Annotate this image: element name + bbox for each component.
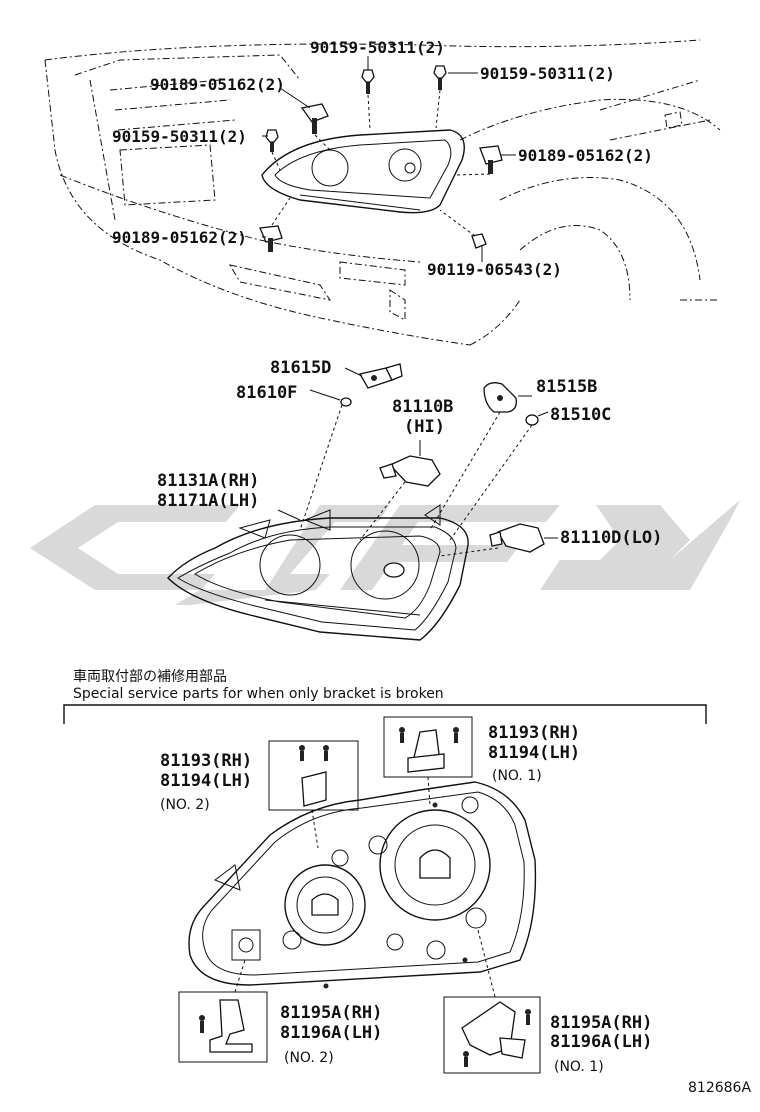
socket-81515-icon [483,382,517,413]
bolt-icon [361,69,375,94]
bolt-icon [265,129,279,152]
callout-81110D-lo: 81110D(LO) [560,528,662,548]
callout-no1-upper: (NO. 1) [492,768,542,784]
section-frame [63,704,707,724]
callout-81171A-lh: 81171A(LH) [157,491,259,511]
headlamp-installed [261,129,465,214]
bulb-lo-icon [489,523,545,553]
headlamp-unit [167,504,469,641]
screw-icon [471,233,487,249]
callout-90189-05162-lower-left: 90189-05162(2) [112,228,247,247]
service-title-en: Special service parts for when only brac… [73,686,444,702]
leader-lines-service [234,776,496,998]
callout-81194-lh-no2: 81194(LH) [160,771,252,791]
figure-id: 812686A [688,1080,751,1096]
gasket-81510-icon [525,414,539,426]
callout-90119-06543: 90119-06543(2) [427,260,562,279]
callout-90159-50311-top: 90159-50311(2) [310,38,445,57]
callout-81195A-rh-no1: 81195A(RH) [550,1013,652,1033]
callout-81193-rh-no2: 81193(RH) [160,751,252,771]
callout-81610F: 81610F [236,383,297,403]
watermark-logo [30,500,740,605]
headlamp-rear-view [188,781,537,989]
bracket-no2-upper [268,740,359,811]
vehicle-front-outline [44,39,721,346]
callout-90189-05162-right: 90189-05162(2) [518,146,653,165]
service-title-jp: 車両取付部の補修用部品 [73,668,227,685]
bracket-no1-lower [443,996,541,1074]
callout-81110B: 81110B [392,397,453,417]
bracket-no2-lower [178,991,268,1063]
leader-lines-headlamp [277,367,558,557]
callout-hi-note: (HI) [404,417,445,437]
bracket-no1-upper [383,716,473,778]
bulb-hi-icon [379,455,441,487]
callout-81510C: 81510C [550,405,611,425]
callout-81615D: 81615D [270,358,331,378]
callout-81131A-rh: 81131A(RH) [157,471,259,491]
callout-81196A-lh-no2: 81196A(LH) [280,1023,382,1043]
callout-81194-lh-no1: 81194(LH) [488,743,580,763]
gasket-81610-icon [340,397,352,407]
callout-81515B: 81515B [536,377,597,397]
clip-icon [479,145,503,174]
callout-no2-upper: (NO. 2) [160,797,210,813]
callout-81193-rh-no1: 81193(RH) [488,723,580,743]
socket-81615-icon [359,363,403,389]
callout-no2-lower: (NO. 2) [284,1050,334,1066]
leader-lines-top [262,56,516,262]
callout-81196A-lh-no1: 81196A(LH) [550,1032,652,1052]
callout-90189-05162-upper-left: 90189-05162(2) [150,75,285,94]
clip-icon [259,225,283,252]
bolt-icon [433,65,447,90]
clip-icon [300,103,329,134]
callout-90159-50311-right: 90159-50311(2) [480,64,615,83]
callout-81195A-rh-no2: 81195A(RH) [280,1003,382,1023]
callout-no1-lower: (NO. 1) [554,1059,604,1075]
callout-90159-50311-left: 90159-50311(2) [112,127,247,146]
